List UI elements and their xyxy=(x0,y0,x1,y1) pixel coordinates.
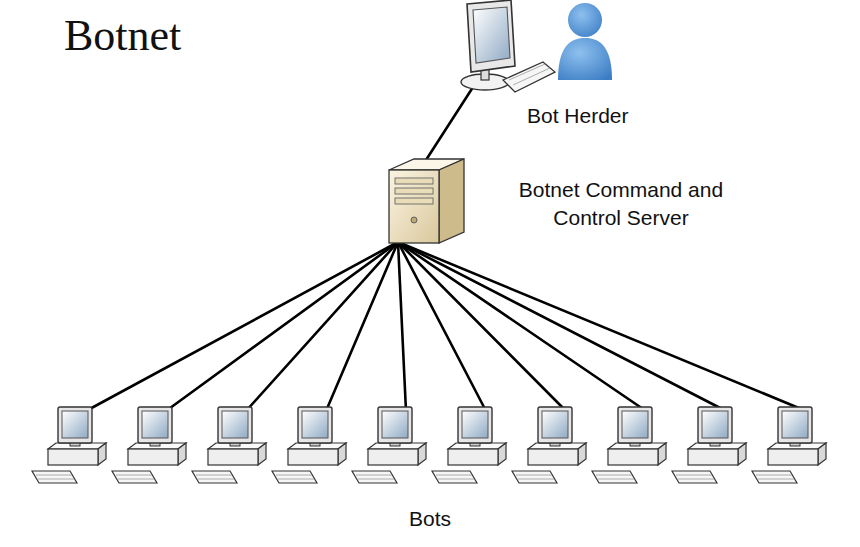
group-label: Bots xyxy=(25,505,835,533)
bot-computers xyxy=(25,405,835,494)
herder-computer-icon xyxy=(455,0,620,100)
bot-computer-icon xyxy=(592,407,666,483)
bot-computer-icon xyxy=(672,407,746,483)
node-label: Botnet Command and Control Server xyxy=(502,176,740,233)
connector xyxy=(86,242,806,411)
bot-computer-icon xyxy=(192,407,266,483)
bot-computer-icon xyxy=(32,407,106,483)
node-label: Bot Herder xyxy=(527,102,669,130)
bot-computer-icon xyxy=(432,407,506,483)
server-node: Botnet Command and Control Server xyxy=(384,156,756,248)
bot-group: Bots xyxy=(25,405,839,540)
bot-herder-node: Bot Herder xyxy=(455,0,669,136)
diagram-title: Botnet xyxy=(64,10,181,61)
bot-computer-icon xyxy=(512,407,586,483)
connector xyxy=(426,84,475,160)
bot-computer-icon xyxy=(752,407,826,483)
bot-computer-icon xyxy=(272,407,346,483)
bot-computer-icon xyxy=(352,407,426,483)
bot-computer-icon xyxy=(112,407,186,483)
server-icon xyxy=(384,156,469,246)
